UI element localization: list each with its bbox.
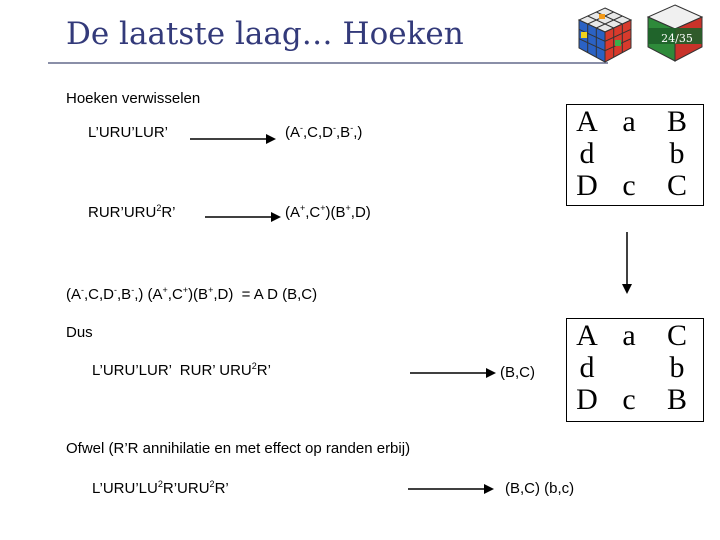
- ofwel-label: Ofwel (R’R annihilatie en met effect op …: [66, 440, 411, 457]
- grid-cell: B: [666, 105, 687, 138]
- grid-cell: D: [576, 383, 598, 416]
- page-number: 24/35: [661, 32, 693, 45]
- grid-cell: A: [576, 319, 598, 352]
- grid-cell: d: [579, 351, 595, 384]
- grid-cell: D: [576, 169, 598, 202]
- grid-cell: c: [622, 169, 636, 202]
- title-divider: [48, 62, 608, 64]
- section-heading: Hoeken verwisselen: [66, 90, 201, 107]
- algorithm-2-effect: (A+,C+)(B+,D): [285, 203, 371, 222]
- corner-grid-after: A a C d b D c B: [566, 318, 704, 422]
- corner-grid-before: A a B d b D c C: [566, 104, 704, 206]
- grid-cell: d: [579, 137, 595, 170]
- grid-cell: A: [576, 105, 598, 138]
- arrow-right-icon: [408, 484, 494, 494]
- arrow-right-icon: [410, 368, 496, 378]
- ofwel-algorithm: L’URU’LU2R’URU2R’: [92, 479, 229, 498]
- slide-title: De laatste laag… Hoeken: [66, 16, 464, 52]
- dus-algorithm: L’URU’LUR’ RUR’ URU2R’: [92, 361, 271, 380]
- arrow-right-icon: [205, 212, 281, 222]
- grid-cell: b: [669, 137, 685, 170]
- arrow-right-icon: [190, 134, 276, 144]
- grid-cell: B: [666, 383, 687, 416]
- combined-effect: (A-,C,D-,B-,) (A+,C+)(B+,D) = A D (B,C): [66, 285, 318, 304]
- ofwel-result: (B,C) (b,c): [505, 480, 575, 497]
- grid-cell: b: [669, 351, 685, 384]
- algorithm-2-name: RUR’URU2R’: [88, 203, 176, 222]
- dus-result: (B,C): [500, 364, 535, 381]
- dus-label: Dus: [66, 324, 93, 341]
- grid-cell: C: [666, 319, 687, 352]
- rubiks-cube-icon: [577, 7, 633, 63]
- algorithm-1-effect: (A-,C,D-,B-,): [285, 123, 363, 142]
- grid-cell: a: [622, 319, 636, 352]
- grid-cell: c: [622, 383, 636, 416]
- page-badge-cube-icon: [646, 4, 704, 62]
- arrow-down-icon: [622, 232, 632, 294]
- grid-cell: C: [666, 169, 687, 202]
- grid-cell: a: [622, 105, 636, 138]
- algorithm-1-name: L’URU’LUR’: [88, 124, 169, 141]
